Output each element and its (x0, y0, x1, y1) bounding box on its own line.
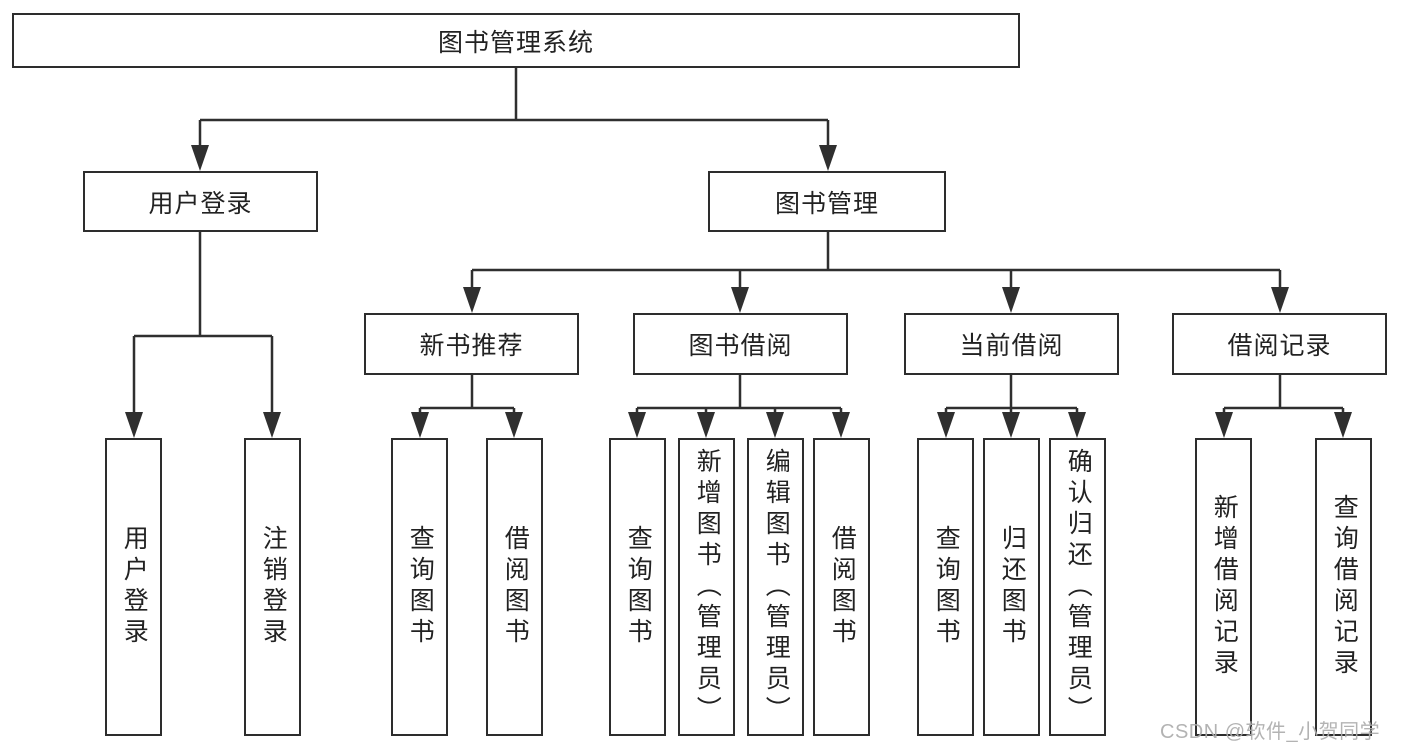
arrow-down-icon (1215, 412, 1233, 438)
node-label: 归还图书 (998, 525, 1027, 649)
arrow-down-icon (505, 412, 523, 438)
arrow-down-icon (1068, 412, 1086, 438)
node-label: 新增图书（管理员） (693, 447, 722, 727)
arrow-down-icon (628, 412, 646, 438)
connector-current-borrowing (944, 375, 1079, 418)
node-label: 图书管理 (774, 189, 879, 218)
connector-paths (132, 68, 1345, 418)
connector-borrowing-records (1222, 375, 1345, 418)
node-query-books-current: 查询图书 (917, 438, 974, 736)
node-label: 图书借阅 (688, 332, 793, 360)
node-query-books-recommend: 查询图书 (391, 438, 448, 736)
arrow-down-icon (191, 145, 209, 171)
node-current-borrowing: 当前借阅 (904, 313, 1119, 375)
arrow-down-icon (1271, 287, 1289, 313)
arrow-down-icon (937, 412, 955, 438)
node-user-login-branch: 用户登录 (83, 171, 318, 232)
node-user-login: 用户登录 (105, 438, 162, 736)
node-label: 借阅记录 (1227, 332, 1332, 360)
node-label: 注销登录 (259, 525, 288, 649)
node-borrow-books-recommend: 借阅图书 (486, 438, 543, 736)
node-label: 新增借阅记录 (1210, 494, 1239, 680)
node-label: 查询借阅记录 (1330, 494, 1359, 680)
node-label: 借阅图书 (501, 525, 530, 649)
connector-root (198, 68, 830, 150)
arrow-down-icon (263, 412, 281, 438)
node-return-books: 归还图书 (983, 438, 1040, 736)
node-label: 图书管理系统 (437, 28, 594, 57)
connector-user-login (132, 232, 274, 418)
node-query-borrow-record: 查询借阅记录 (1315, 438, 1372, 736)
node-logout-login: 注销登录 (244, 438, 301, 736)
arrow-down-icon (697, 412, 715, 438)
node-label: 编辑图书（管理员） (762, 447, 791, 727)
arrow-down-icon (766, 412, 784, 438)
arrow-down-icon (1002, 412, 1020, 438)
arrow-down-icon (819, 145, 837, 171)
node-add-borrow-record: 新增借阅记录 (1195, 438, 1252, 736)
node-label: 用户登录 (148, 189, 253, 218)
node-label: 借阅图书 (828, 525, 857, 649)
node-label: 用户登录 (120, 525, 149, 649)
arrow-down-icon (463, 287, 481, 313)
node-book-borrowing: 图书借阅 (633, 313, 848, 375)
node-label: 查询图书 (624, 525, 653, 649)
connector-new-book-recommend (418, 375, 516, 418)
node-book-management: 图书管理 (708, 171, 946, 232)
arrowheads (125, 145, 1352, 438)
node-new-book-recommend: 新书推荐 (364, 313, 579, 375)
connector-book-management (470, 232, 1282, 292)
node-borrowing-records: 借阅记录 (1172, 313, 1387, 375)
arrow-down-icon (411, 412, 429, 438)
node-label: 新书推荐 (419, 332, 524, 360)
arrow-down-icon (832, 412, 850, 438)
node-label: 确认归还（管理员） (1064, 447, 1093, 727)
arrow-down-icon (1002, 287, 1020, 313)
node-label: 查询图书 (406, 525, 435, 649)
arrow-down-icon (125, 412, 143, 438)
node-add-books-admin: 新增图书（管理员） (678, 438, 735, 736)
arrow-down-icon (731, 287, 749, 313)
node-label: 当前借阅 (959, 332, 1064, 360)
node-query-books-borrowing: 查询图书 (609, 438, 666, 736)
connector-book-borrowing (635, 375, 843, 418)
node-label: 查询图书 (932, 525, 961, 649)
node-edit-books-admin: 编辑图书（管理员） (747, 438, 804, 736)
node-borrow-books: 借阅图书 (813, 438, 870, 736)
node-confirm-return-admin: 确认归还（管理员） (1049, 438, 1106, 736)
watermark: CSDN @软件_小贺同学 (1160, 721, 1381, 743)
arrow-down-icon (1334, 412, 1352, 438)
node-library-system: 图书管理系统 (12, 13, 1020, 68)
